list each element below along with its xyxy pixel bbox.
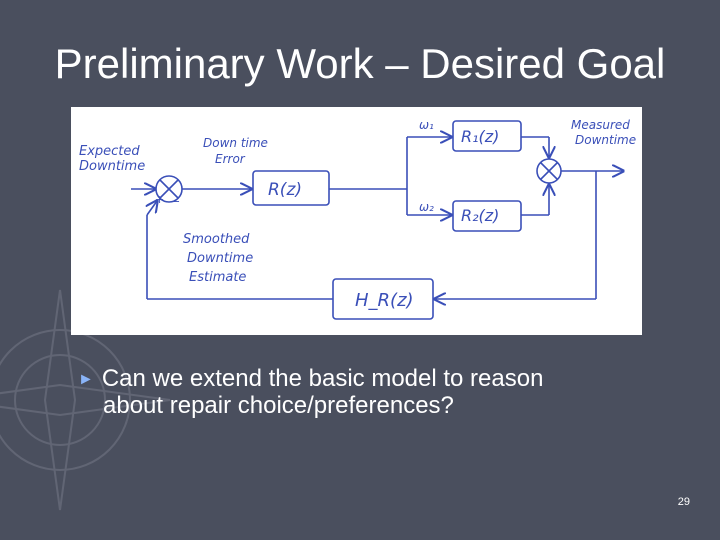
controller-box (252, 170, 330, 206)
smoothed-label-3: Estimate (189, 270, 246, 285)
bullet-point: ► Can we extend the basic model to reason… (78, 366, 678, 419)
minus-sign: − (171, 195, 180, 208)
smoothed-label-1: Smoothed (183, 232, 250, 247)
r1-box (452, 120, 522, 152)
expected-label-1: Expected (79, 144, 140, 159)
bullet-text-line1: Can we extend the basic model to reason (101, 365, 544, 392)
control-loop-diagram: Expected Downtime Down time Error + − R(… (71, 107, 642, 335)
w2-label: ω₂ (419, 200, 434, 214)
w1-label: ω₁ (419, 118, 434, 132)
slide-title: Preliminary Work – Desired Goal (54, 40, 666, 87)
filter-label: H_R(z) (355, 290, 414, 311)
plus-sign: + (155, 193, 164, 206)
measured-label-2: Downtime (575, 133, 636, 147)
diagram-canvas: Expected Downtime Down time Error + − R(… (79, 118, 636, 320)
page-number: 29 (677, 496, 690, 508)
r1-label: R₁(z) (461, 127, 499, 146)
feedback-to-junction-arrow (147, 201, 157, 216)
r2-label: R₂(z) (461, 206, 499, 225)
bullet-arrow-icon: ► (78, 371, 94, 388)
expected-label-2: Downtime (79, 159, 145, 174)
measured-label-1: Measured (571, 118, 630, 132)
smoothed-label-2: Downtime (187, 251, 253, 266)
background-compass-decoration (0, 289, 171, 511)
error-label-2: Error (215, 152, 246, 166)
bullet-text-line2: about repair choice/preferences? (103, 392, 454, 419)
controller-label: R(z) (268, 180, 302, 200)
error-label-1: Down time (203, 136, 268, 150)
r2-box (452, 200, 522, 232)
